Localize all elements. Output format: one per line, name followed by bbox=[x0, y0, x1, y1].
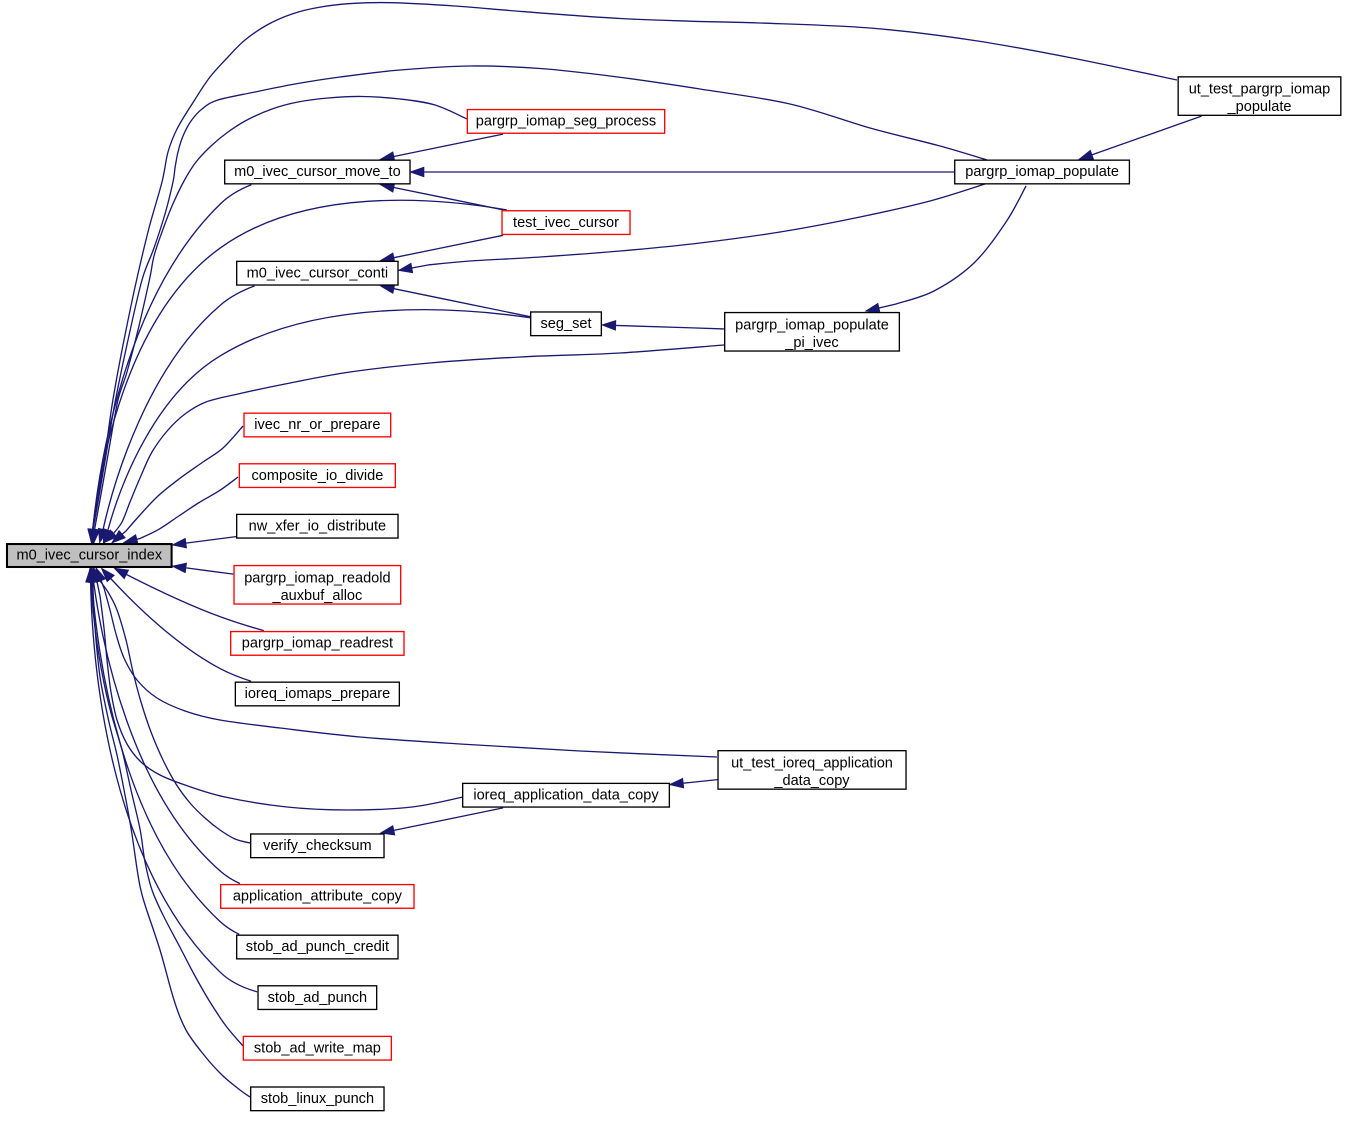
svg-text:application_attribute_copy: application_attribute_copy bbox=[233, 889, 403, 905]
svg-text:m0_ivec_cursor_index: m0_ivec_cursor_index bbox=[17, 548, 163, 564]
svg-text:pargrp_iomap_readold: pargrp_iomap_readold bbox=[244, 570, 390, 586]
svg-text:ut_test_ioreq_application: ut_test_ioreq_application bbox=[731, 756, 893, 772]
svg-text:composite_io_divide: composite_io_divide bbox=[252, 468, 384, 484]
svg-text:stob_linux_punch: stob_linux_punch bbox=[261, 1091, 374, 1107]
svg-text:ioreq_iomaps_prepare: ioreq_iomaps_prepare bbox=[245, 686, 391, 702]
svg-text:test_ivec_cursor: test_ivec_cursor bbox=[513, 215, 619, 231]
svg-text:_data_copy: _data_copy bbox=[773, 773, 850, 789]
svg-text:ioreq_application_data_copy: ioreq_application_data_copy bbox=[473, 787, 659, 803]
svg-text:_populate: _populate bbox=[1227, 99, 1292, 115]
svg-text:pargrp_iomap_populate: pargrp_iomap_populate bbox=[735, 317, 889, 333]
svg-text:stob_ad_write_map: stob_ad_write_map bbox=[254, 1040, 381, 1056]
svg-text:stob_ad_punch: stob_ad_punch bbox=[268, 990, 368, 1006]
svg-text:_auxbuf_alloc: _auxbuf_alloc bbox=[271, 588, 362, 604]
svg-text:verify_checksum: verify_checksum bbox=[263, 838, 371, 854]
svg-text:m0_ivec_cursor_conti: m0_ivec_cursor_conti bbox=[247, 265, 389, 281]
svg-text:ut_test_pargrp_iomap: ut_test_pargrp_iomap bbox=[1189, 82, 1331, 98]
svg-text:_pi_ivec: _pi_ivec bbox=[784, 335, 838, 351]
svg-text:pargrp_iomap_readrest: pargrp_iomap_readrest bbox=[242, 636, 393, 652]
svg-text:pargrp_iomap_populate: pargrp_iomap_populate bbox=[965, 164, 1119, 180]
svg-text:pargrp_iomap_seg_process: pargrp_iomap_seg_process bbox=[476, 114, 656, 130]
svg-text:m0_ivec_cursor_move_to: m0_ivec_cursor_move_to bbox=[234, 164, 401, 180]
svg-text:ivec_nr_or_prepare: ivec_nr_or_prepare bbox=[254, 417, 380, 433]
svg-text:nw_xfer_io_distribute: nw_xfer_io_distribute bbox=[249, 518, 387, 534]
svg-text:seg_set: seg_set bbox=[541, 316, 592, 332]
svg-text:stob_ad_punch_credit: stob_ad_punch_credit bbox=[246, 939, 389, 955]
